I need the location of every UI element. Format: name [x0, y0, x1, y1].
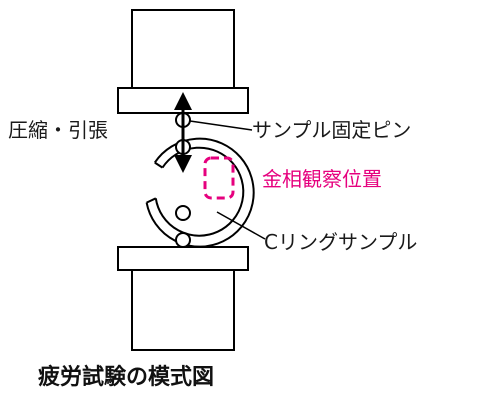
upper-grip-block — [131, 9, 235, 89]
lower-pin-top — [175, 205, 191, 221]
ring-leader-line — [216, 211, 266, 240]
ring-label: Cリングサンプル — [264, 230, 418, 254]
observation-position-marker — [203, 156, 235, 200]
load-label: 圧縮・引張 — [8, 118, 108, 142]
c-ring-outer — [145, 137, 255, 248]
c-ring-gap-lower-edge — [146, 197, 157, 204]
lower-grip-plate — [117, 246, 249, 271]
lower-grip-block — [131, 269, 235, 351]
pin-label: サンプル固定ピン — [252, 118, 412, 142]
observation-label: 金相観察位置 — [262, 167, 382, 191]
pin-leader-line — [189, 120, 253, 131]
c-ring-inner — [154, 146, 245, 237]
c-ring-gap-upper-edge — [154, 161, 164, 169]
figure-caption: 疲労試験の模式図 — [38, 365, 215, 390]
lower-pin-bottom — [175, 232, 191, 248]
